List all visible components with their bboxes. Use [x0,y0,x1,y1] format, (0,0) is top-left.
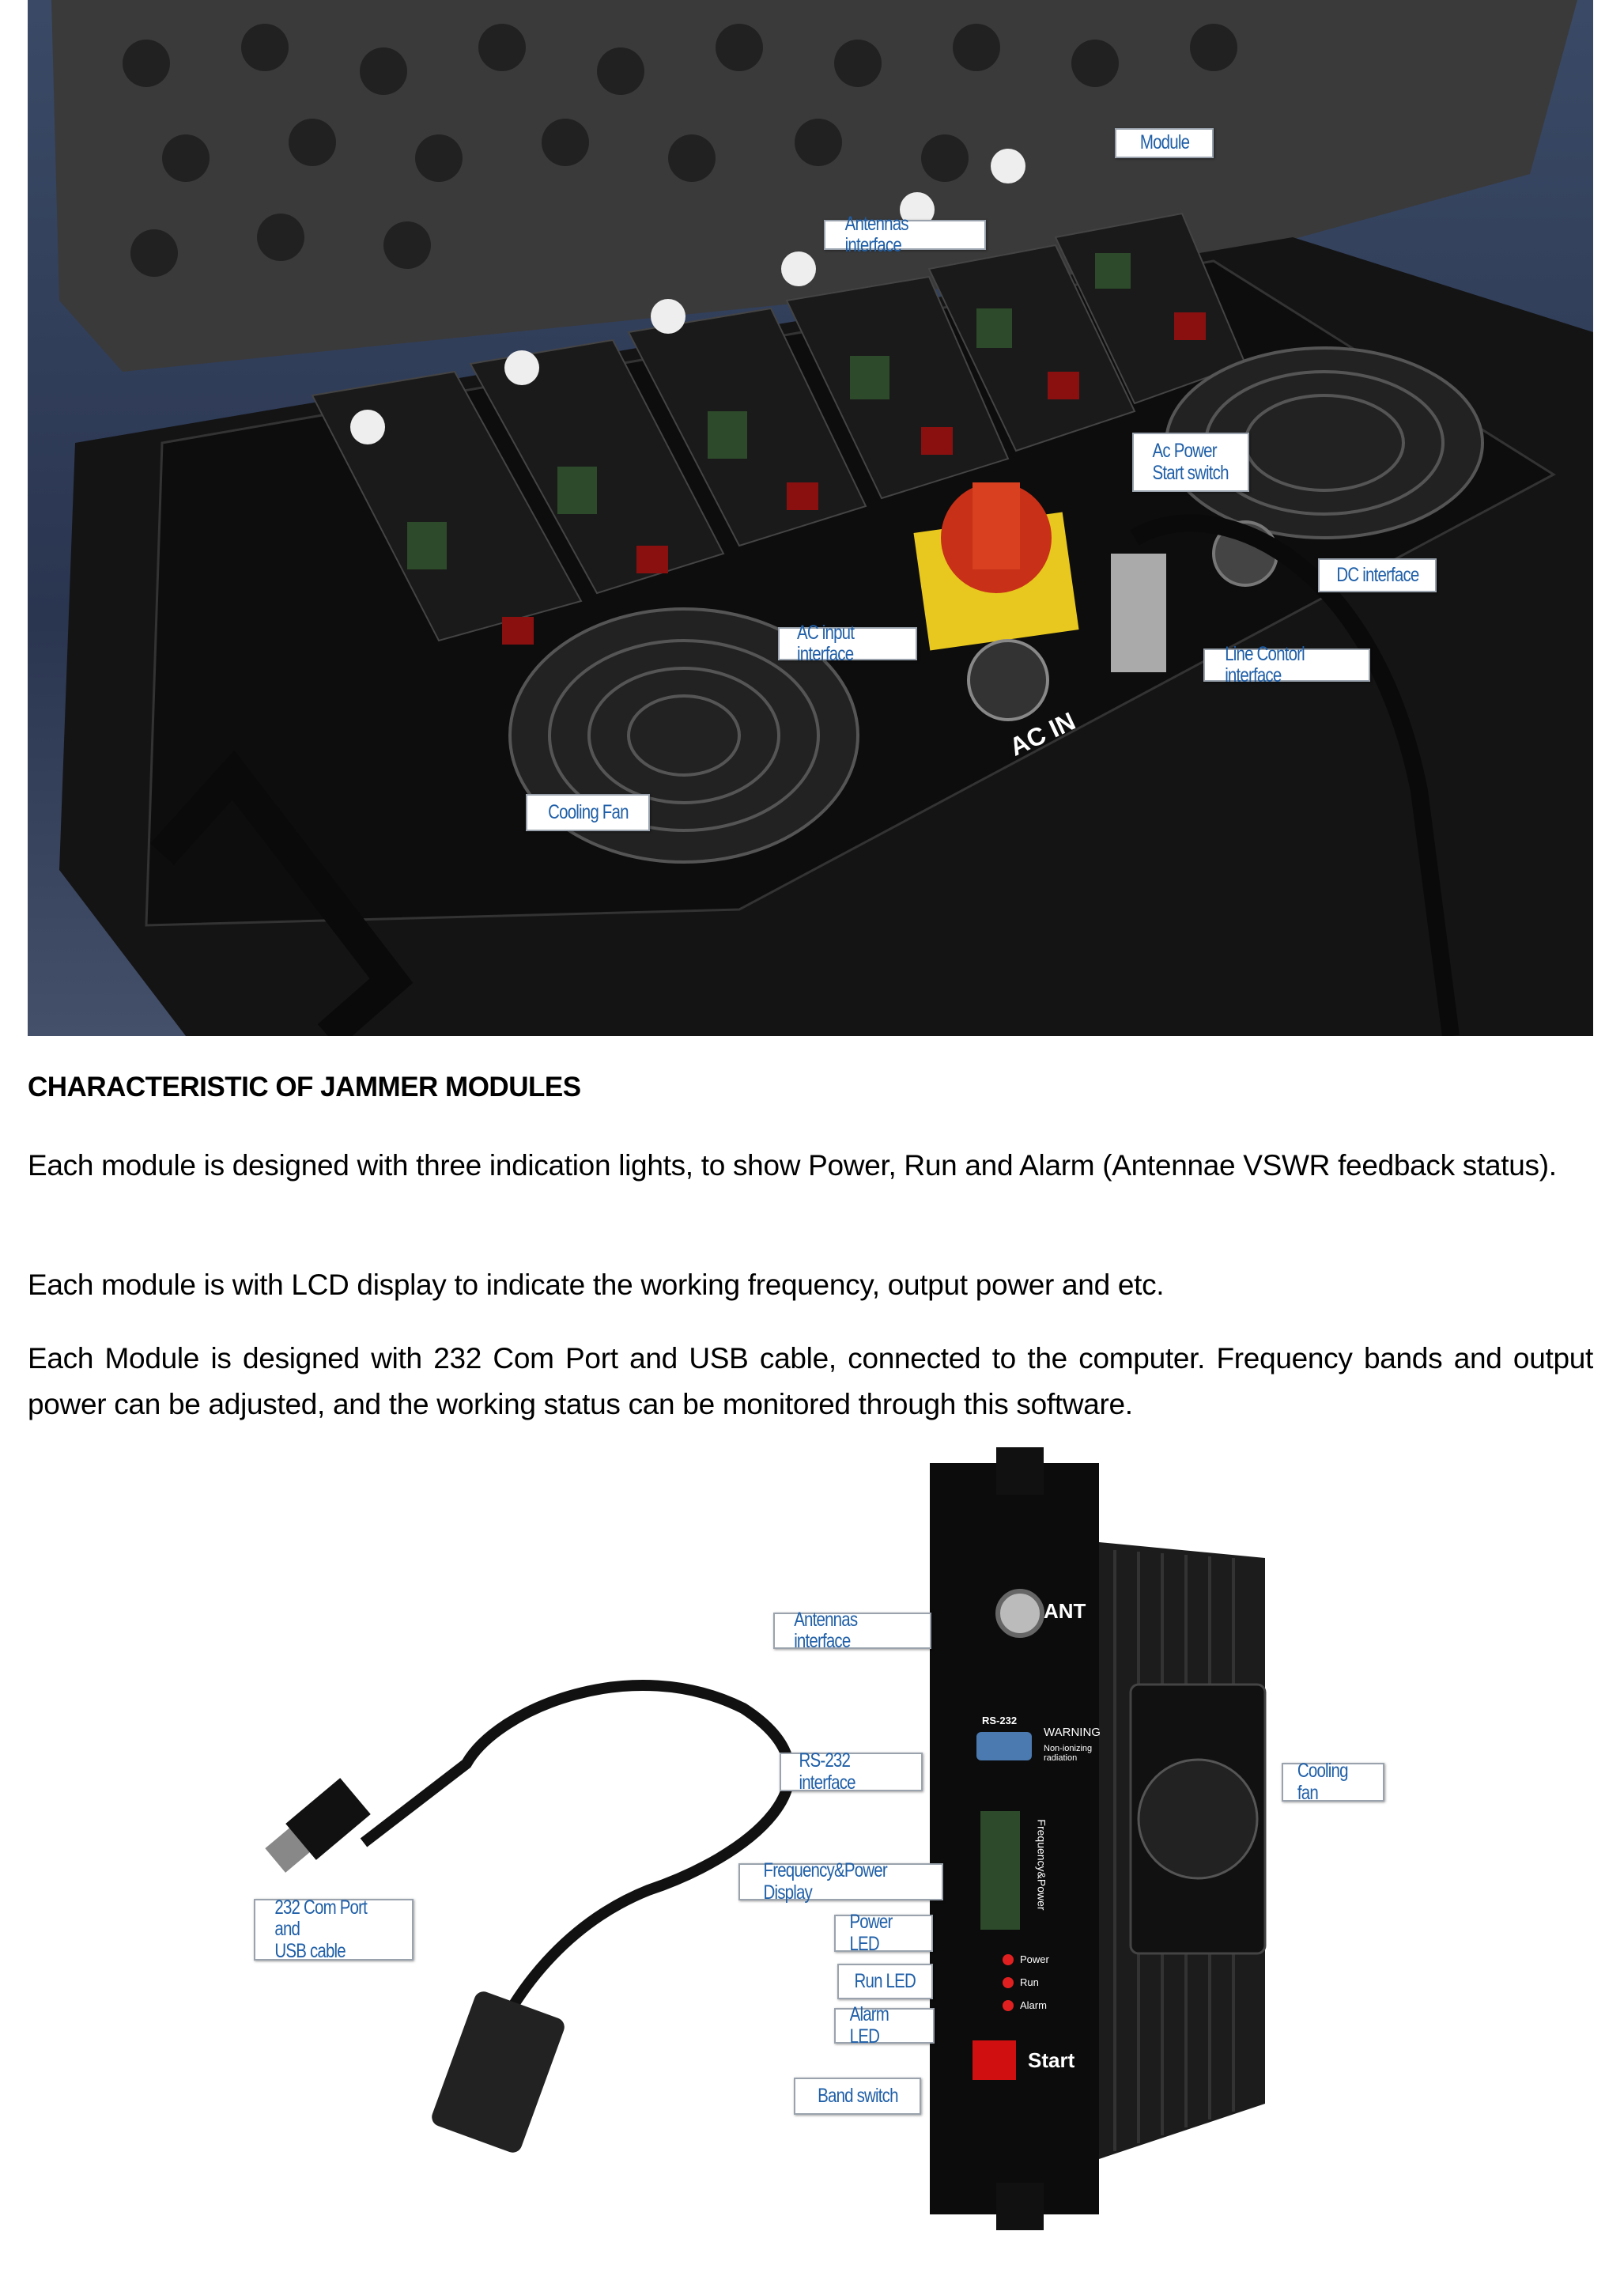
callout-text: Run LED [854,1969,916,1992]
callout-antennas-interface: Antennas interface [824,213,986,256]
module-radiation-label: Non-ionizing radiation [1044,1744,1093,1763]
callout-cooling-fan: Cooling Fan [526,794,650,831]
callout-text: Cooling Fan [547,800,629,823]
callout-module-cooling-fan: Cooling fan [1282,1760,1384,1804]
callout-run-led: Run LED [837,1964,933,1999]
module-rs232-label: RS-232 [982,1715,1018,1726]
callout-module: Module [1115,128,1214,158]
paragraph-indication-lights: Each module is designed with three indic… [28,1149,1557,1182]
callout-text: Power LED [849,1911,893,1955]
callout-module-antennas-interface: Antennas interface [773,1609,931,1652]
module-freq-power-label: Frequency&Power [1035,1819,1048,1911]
jammer-case-illustration [51,0,1593,1036]
module-power-label: Power [1020,1953,1049,1965]
callout-alarm-led: Alarm LED [834,2003,935,2047]
callout-ac-power-start-switch: Ac Power Start switch [1132,433,1249,492]
callout-power-led: Power LED [834,1911,933,1955]
module-run-label: Run [1020,1976,1039,1988]
callout-freq-power-display: Frequency&Power Display [738,1859,943,1903]
callout-text: 232 Com Port and USB cable [274,1896,368,1962]
callout-band-switch: Band switch [794,2078,921,2115]
module-alarm-label: Alarm [1020,1999,1047,2011]
callout-text: Module [1139,131,1189,154]
callout-text: Line Contorl interface [1225,642,1305,686]
callout-text: RS-232 interface [799,1749,855,1794]
callout-line-control-interface: Line Contorl interface [1203,643,1370,686]
section-heading: CHARACTERISTIC OF JAMMER MODULES [28,1072,581,1102]
module-ant-label: ANT [1044,1599,1086,1623]
callout-text: Band switch [817,2084,898,2107]
callout-text: Antennas interface [844,212,909,256]
paragraph-com-port: Each Module is designed with 232 Com Por… [28,1342,1593,1420]
callout-dc-interface: DC interface [1318,558,1437,592]
callout-rs232-interface: RS-232 interface [780,1749,923,1794]
callout-text: DC interface [1335,563,1419,586]
callout-ac-input-interface: AC input interface [778,622,917,665]
jammer-module-photo: ANT RS-232 WARNING Non-ionizing radiatio… [237,1447,1360,2230]
callout-text: Frequency&Power Display [763,1859,888,1904]
callout-text: Cooling fan [1297,1760,1349,1804]
module-start-label: Start [1028,2048,1075,2072]
callout-text: Alarm LED [849,2003,889,2048]
jammer-case-photo: AC IN [28,0,1593,1036]
callout-text: AC input interface [797,621,855,665]
callout-text: Ac Power Start switch [1152,440,1229,484]
jammer-module-illustration [265,1447,1267,2230]
callout-text: Antennas interface [794,1608,858,1652]
paragraph-lcd-display: Each module is with LCD display to indic… [28,1269,1165,1301]
callout-com-port-usb-cable: 232 Com Port and USB cable [254,1896,414,1962]
module-warning-label: WARNING [1044,1726,1101,1739]
